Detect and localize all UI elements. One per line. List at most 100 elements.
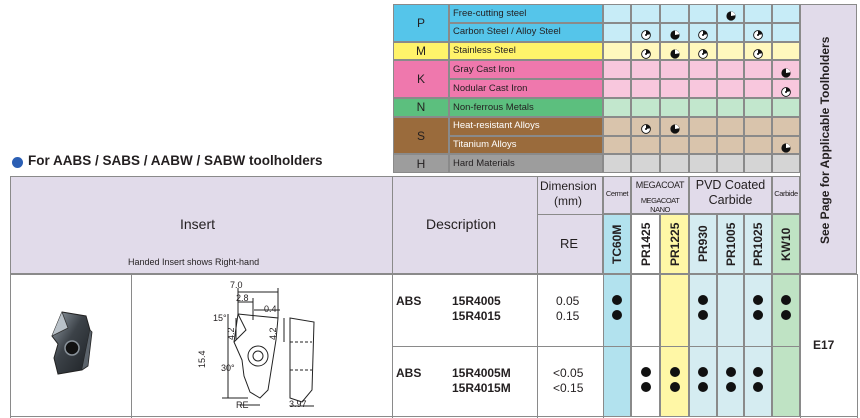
stock-dot bbox=[669, 382, 680, 392]
material-name: Carbon Steel / Alloy Steel bbox=[453, 26, 561, 38]
material-group-letter: S bbox=[416, 128, 425, 143]
material-name: Hard Materials bbox=[453, 157, 515, 169]
second-recommendation-icon bbox=[698, 27, 708, 41]
recommendation-cell bbox=[603, 4, 631, 23]
material-group-cell bbox=[393, 98, 449, 117]
recommendation-cell bbox=[717, 135, 744, 155]
second-recommendation-icon bbox=[640, 46, 651, 59]
stock-dot bbox=[781, 310, 791, 320]
recommendation-cell bbox=[772, 98, 800, 117]
material-group-cell bbox=[393, 4, 449, 42]
drawing-dimension-label: RE bbox=[236, 400, 249, 410]
grade-group-cermet: Cermet bbox=[605, 189, 629, 198]
row2-series: ABS bbox=[396, 366, 422, 380]
recommendation-cell bbox=[631, 4, 660, 23]
grade-group-megacoat-nano: MEGACOAT NANO bbox=[640, 196, 680, 214]
material-name: Nodular Cast Iron bbox=[453, 82, 528, 94]
drawing-dimension-label: 15.4 bbox=[197, 350, 207, 368]
row1-series: ABS bbox=[396, 294, 422, 308]
stock-column bbox=[717, 275, 744, 416]
second-recommendation-icon bbox=[698, 46, 708, 59]
material-group-letter: M bbox=[416, 44, 426, 58]
material-group-cell bbox=[393, 116, 449, 155]
recommendation-cell bbox=[689, 154, 717, 174]
recommendation-cell bbox=[660, 98, 689, 117]
material-name-cell bbox=[449, 22, 603, 42]
grade-group-cermet-cell bbox=[603, 176, 631, 214]
dimension-unit: (mm) bbox=[554, 194, 582, 208]
stock-dot bbox=[753, 382, 763, 392]
first-recommendation-icon bbox=[725, 8, 736, 21]
stock-column bbox=[631, 275, 660, 416]
first-recommendation-icon bbox=[669, 121, 680, 134]
row1-code-2: 15R4015 bbox=[452, 309, 501, 323]
recommendation-cell bbox=[744, 79, 772, 98]
recommendation-cell bbox=[631, 79, 660, 98]
drawing-dimension-label: 4.2 bbox=[268, 327, 278, 340]
recommendation-cell bbox=[744, 154, 772, 174]
recommendation-cell bbox=[689, 60, 717, 80]
drawing-cell bbox=[132, 274, 393, 418]
material-name-cell bbox=[449, 154, 603, 174]
first-recommendation-icon bbox=[781, 140, 791, 153]
insert-header: Insert bbox=[180, 216, 216, 232]
recommendation-cell bbox=[744, 98, 772, 117]
recommendation-cell bbox=[603, 79, 631, 98]
recommendation-cell bbox=[603, 22, 631, 42]
recommendation-cell bbox=[603, 154, 631, 174]
grade-group-carbide-cell bbox=[772, 176, 800, 214]
recommendation-cell bbox=[744, 60, 772, 80]
stock-dot bbox=[725, 382, 736, 392]
recommendation-cell bbox=[631, 98, 660, 117]
page-ref: E17 bbox=[813, 338, 835, 352]
grade-header-cell bbox=[603, 214, 631, 274]
second-recommendation-icon bbox=[781, 84, 791, 97]
recommendation-cell bbox=[603, 116, 631, 136]
recommendation-cell bbox=[603, 41, 631, 61]
stock-column bbox=[660, 275, 689, 416]
recommendation-cell bbox=[744, 116, 772, 136]
material-name-cell bbox=[449, 4, 603, 23]
side-label-cell bbox=[800, 4, 857, 274]
recommendation-cell bbox=[744, 135, 772, 155]
grade-header-cell bbox=[717, 214, 744, 274]
insert-technical-drawing bbox=[222, 288, 315, 407]
recommendation-cell bbox=[689, 4, 717, 23]
stock-dot bbox=[698, 382, 708, 392]
grade-group-megacoat: MEGACOAT bbox=[635, 180, 685, 190]
material-name-cell bbox=[449, 135, 603, 155]
dimension-header: Dimension bbox=[540, 179, 597, 193]
material-group-letter: K bbox=[416, 72, 425, 87]
material-name-cell bbox=[449, 60, 603, 80]
second-recommendation-icon bbox=[640, 27, 651, 41]
dimension-header-cell bbox=[537, 176, 603, 274]
drawing-dimension-label: 2.8 bbox=[236, 293, 249, 303]
recommendation-cell bbox=[717, 60, 744, 80]
material-group-cell bbox=[393, 154, 449, 174]
stock-dot bbox=[698, 367, 708, 377]
material-name-cell bbox=[449, 79, 603, 98]
stock-dot bbox=[612, 310, 622, 320]
recommendation-cell bbox=[660, 4, 689, 23]
recommendation-cell bbox=[660, 60, 689, 80]
description-header-cell bbox=[393, 176, 537, 274]
recommendation-cell bbox=[717, 98, 744, 117]
grade-header-pr930: PR930 bbox=[696, 225, 710, 263]
grade-group-pvd-cell bbox=[689, 176, 772, 214]
drawing-dimension-label: 7.0 bbox=[230, 280, 243, 290]
grade-header-pr1025: PR1025 bbox=[751, 222, 765, 266]
stock-dot bbox=[640, 367, 651, 377]
material-name: Free-cutting steel bbox=[453, 7, 527, 19]
stock-dot bbox=[698, 310, 708, 320]
grade-header-cell bbox=[744, 214, 772, 274]
row1-re-2: 0.15 bbox=[556, 309, 580, 323]
recommendation-cell bbox=[689, 135, 717, 155]
recommendation-cell bbox=[631, 135, 660, 155]
recommendation-cell bbox=[772, 116, 800, 136]
grade-header-cell bbox=[772, 214, 800, 274]
side-label: See Page for Applicable Toolholders bbox=[818, 36, 832, 244]
description-header: Description bbox=[426, 216, 497, 232]
grade-header-pr1425: PR1425 bbox=[638, 222, 653, 266]
material-group-letter: N bbox=[416, 100, 426, 115]
